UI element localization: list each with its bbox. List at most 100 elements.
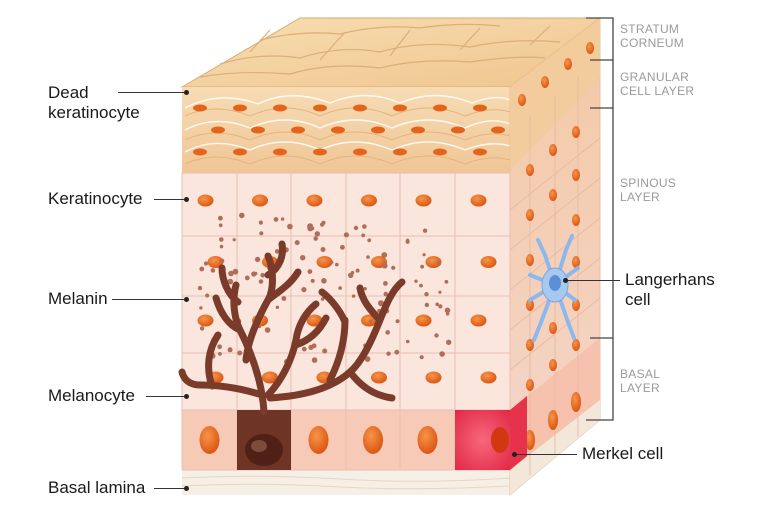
granular-nucleus bbox=[193, 148, 207, 156]
melanin-granule bbox=[301, 346, 307, 352]
melanin-granule bbox=[383, 281, 388, 286]
basal-nucleus bbox=[199, 426, 220, 454]
melanin-granule bbox=[340, 244, 345, 250]
melanin-granule bbox=[320, 222, 325, 227]
melanin-granule bbox=[199, 266, 205, 272]
granular-nucleus bbox=[313, 104, 327, 112]
melanin-granule bbox=[308, 344, 314, 350]
melanin-granules bbox=[197, 212, 452, 365]
melanin-granule bbox=[228, 270, 234, 277]
melanin-granule bbox=[232, 238, 236, 242]
nucleus bbox=[197, 194, 214, 207]
nucleus bbox=[252, 194, 268, 207]
melanin-granule bbox=[203, 261, 209, 266]
melanin-granule bbox=[444, 279, 449, 284]
layer-bracket bbox=[586, 17, 614, 421]
melanin-granule bbox=[294, 240, 300, 246]
melanin-granule bbox=[419, 355, 424, 360]
granular-nucleus bbox=[393, 148, 407, 156]
granular-nucleus bbox=[353, 104, 367, 112]
melanin-granule bbox=[280, 217, 285, 221]
granular-nucleus bbox=[251, 126, 265, 134]
side-nucleus bbox=[572, 169, 580, 181]
melanin-granule bbox=[205, 293, 210, 298]
granular-nucleus bbox=[473, 148, 487, 156]
granular-nucleus bbox=[473, 104, 487, 112]
melanin-granule bbox=[259, 231, 264, 236]
dot-dead-keratinocyte bbox=[184, 90, 189, 95]
melanin-granule bbox=[335, 262, 339, 267]
melanin-granule bbox=[422, 228, 428, 233]
melanin-granule bbox=[239, 212, 245, 219]
side-nucleus bbox=[549, 189, 557, 201]
melanin-granule bbox=[218, 352, 222, 356]
label-melanocyte: Melanocyte bbox=[48, 386, 135, 405]
granular-nucleus bbox=[371, 126, 385, 134]
side-basal-nucleus bbox=[548, 410, 558, 430]
side-nucleus bbox=[526, 164, 534, 176]
side-nucleus bbox=[526, 379, 534, 391]
melanin-granule bbox=[219, 258, 225, 263]
melanin-granule bbox=[395, 319, 400, 324]
melanin-granule bbox=[364, 356, 371, 362]
granular-nucleus bbox=[433, 148, 447, 156]
melanin-granule bbox=[307, 223, 314, 230]
melanin-granule bbox=[330, 260, 334, 264]
merkel-cell-shape bbox=[455, 396, 527, 470]
melanin-granule bbox=[264, 327, 271, 333]
melanin-granule bbox=[210, 268, 216, 273]
side-nucleus bbox=[572, 256, 580, 268]
melanin-granule bbox=[320, 247, 326, 252]
melanin-granule bbox=[362, 224, 367, 229]
melanin-granule bbox=[386, 351, 391, 356]
granular-nucleus bbox=[233, 148, 247, 156]
melanin-granule bbox=[199, 306, 203, 310]
melanin-granule bbox=[439, 351, 445, 357]
melanin-granule bbox=[350, 270, 355, 275]
label-dead-keratinocyte: Dead keratinocyte bbox=[48, 83, 140, 122]
nucleus bbox=[197, 314, 214, 327]
side-nucleus bbox=[526, 339, 534, 351]
granular-nucleus bbox=[411, 126, 425, 134]
dot-melanin bbox=[184, 297, 189, 302]
melanin-granule bbox=[383, 291, 389, 297]
nucleus bbox=[480, 256, 497, 268]
melanin-granule bbox=[405, 339, 410, 344]
melanin-granule bbox=[237, 350, 243, 356]
melanin-granule bbox=[254, 256, 261, 263]
leader-melanin bbox=[112, 299, 186, 300]
basal-nucleus bbox=[417, 426, 438, 454]
side-basal-nucleus bbox=[571, 392, 581, 412]
melanin-granule bbox=[363, 287, 367, 291]
melanin-granule bbox=[301, 287, 307, 293]
granular-nucleus bbox=[233, 104, 247, 112]
label-spinous-layer: SPINOUS LAYER bbox=[620, 176, 677, 204]
melanin-granule bbox=[367, 238, 372, 243]
melanin-granule bbox=[391, 265, 396, 270]
melanin-granule bbox=[420, 264, 424, 269]
melanin-granule bbox=[381, 262, 388, 269]
granular-nucleus bbox=[451, 126, 465, 134]
melanin-granule bbox=[311, 357, 318, 363]
dot-keratinocyte bbox=[184, 197, 189, 202]
granular-nucleus bbox=[291, 126, 305, 134]
melanin-granule bbox=[219, 244, 224, 249]
side-basal-nucleus bbox=[525, 430, 535, 450]
melanin-granule bbox=[307, 269, 313, 274]
nucleus bbox=[262, 371, 278, 384]
melanin-granule bbox=[310, 278, 315, 283]
melanin-granule bbox=[385, 330, 391, 335]
melanin-granule bbox=[218, 215, 223, 221]
basal-lamina-front bbox=[182, 470, 510, 495]
melanin-granule bbox=[424, 292, 429, 297]
melanin-granule bbox=[435, 302, 440, 307]
right-side-granular bbox=[510, 18, 600, 170]
nucleus bbox=[425, 371, 442, 384]
melanin-granule bbox=[434, 333, 439, 338]
side-nucleus bbox=[549, 322, 557, 334]
melanin-granule bbox=[219, 237, 224, 242]
melanin-granule bbox=[381, 252, 388, 258]
melanin-granule bbox=[287, 223, 293, 230]
nucleus bbox=[371, 371, 387, 384]
melanin-granule bbox=[405, 239, 410, 244]
